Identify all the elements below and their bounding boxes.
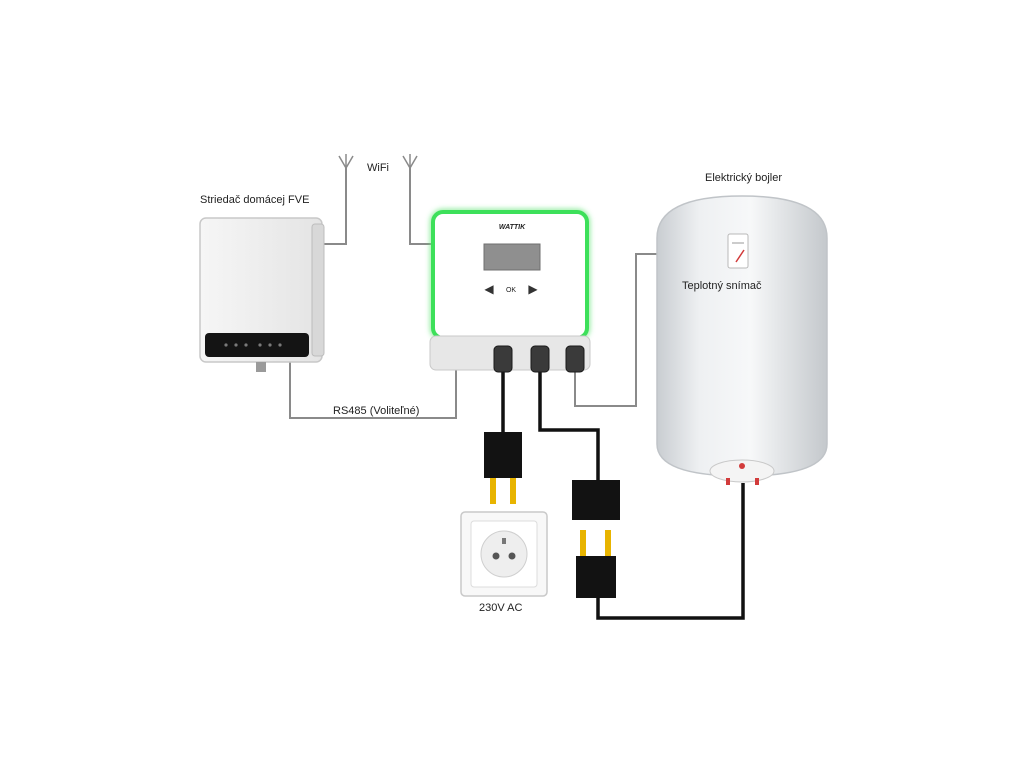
cable-glands bbox=[493, 345, 585, 373]
rs485-line bbox=[289, 362, 457, 419]
controller-ok: OK bbox=[506, 287, 516, 294]
label-boiler: Elektrický bojler bbox=[705, 172, 782, 184]
arrow-left-icon: ◀ bbox=[484, 282, 494, 296]
label-rs485: RS485 (Voliteľné) bbox=[333, 405, 419, 417]
inverter-antenna-line bbox=[322, 168, 347, 245]
power-cables bbox=[501, 372, 745, 620]
output-cable bbox=[538, 372, 600, 480]
electric-boiler bbox=[656, 195, 828, 485]
controller-antenna-line bbox=[409, 168, 433, 245]
controller-display bbox=[483, 243, 541, 271]
inverter bbox=[199, 217, 325, 372]
supply-plug bbox=[484, 432, 522, 504]
wall-socket bbox=[460, 511, 548, 597]
controller: WATTIK ◀ OK ▶ bbox=[429, 210, 591, 373]
controller-brand: WATTIK bbox=[499, 224, 526, 231]
arrow-right-icon: ▶ bbox=[528, 282, 538, 296]
output-socket bbox=[572, 480, 620, 520]
label-sensor: Teplotný snímač bbox=[682, 280, 762, 292]
label-socket: 230V AC bbox=[479, 602, 522, 614]
boiler-plug bbox=[576, 530, 616, 598]
temperature-sensor bbox=[727, 233, 749, 269]
antenna-icon-right bbox=[402, 154, 418, 169]
boiler-cable bbox=[596, 483, 745, 620]
label-inverter: Striedač domácej FVE bbox=[200, 194, 309, 206]
antenna-icon-left bbox=[338, 154, 354, 169]
label-wifi: WiFi bbox=[367, 162, 389, 174]
